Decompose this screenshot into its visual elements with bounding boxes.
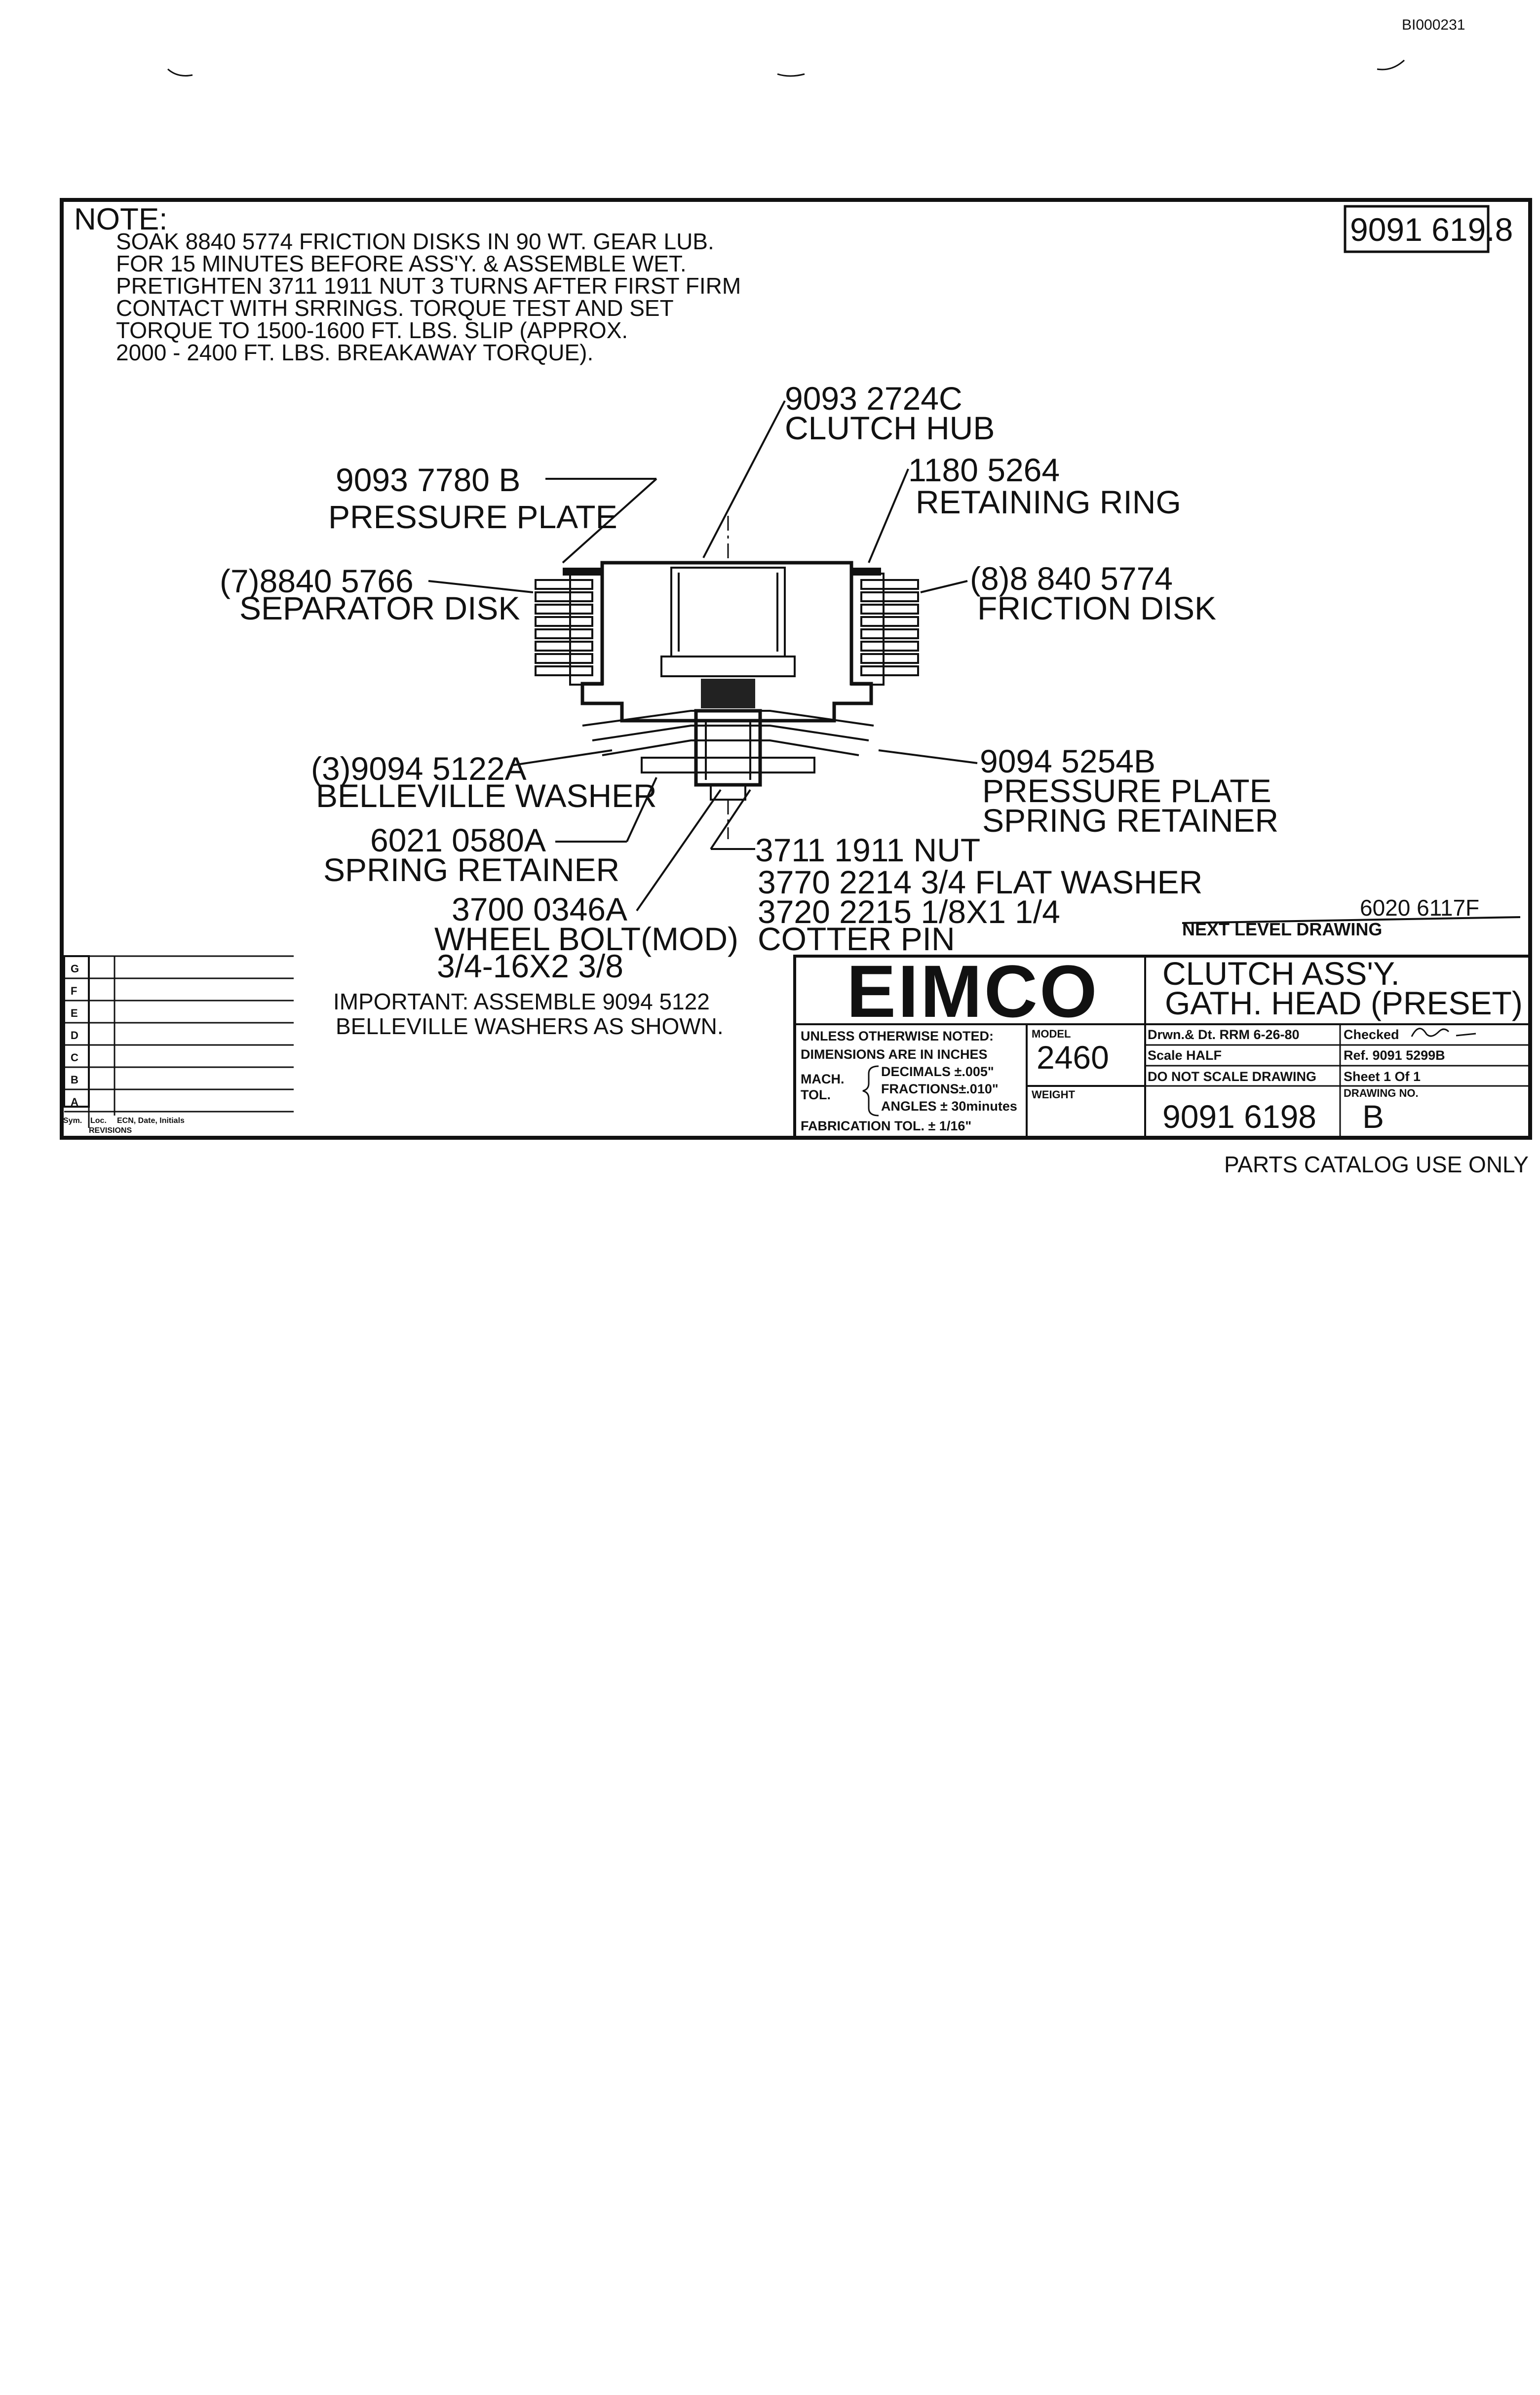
corner-number: 9091 619.8 bbox=[1350, 211, 1513, 248]
note-line: FOR 15 MINUTES BEFORE ASS'Y. & ASSEMBLE … bbox=[116, 251, 687, 276]
note-line: 2000 - 2400 FT. LBS. BREAKAWAY TORQUE). bbox=[116, 340, 593, 365]
note-block: NOTE: SOAK 8840 5774 FRICTION DISKS IN 9… bbox=[74, 202, 741, 365]
svg-text:(3)9094 5122A: (3)9094 5122A bbox=[311, 750, 527, 787]
note-heading: NOTE: bbox=[74, 202, 167, 236]
important-note: IMPORTANT: ASSEMBLE 9094 5122 BELLEVILLE… bbox=[333, 989, 724, 1039]
svg-text:PRESSURE PLATE: PRESSURE PLATE bbox=[328, 499, 617, 535]
note-line: TORQUE TO 1500-1600 FT. LBS. SLIP (APPRO… bbox=[116, 317, 628, 343]
revision-letter: C bbox=[71, 1051, 78, 1064]
callout-clutch-hub: 9093 2724C CLUTCH HUB bbox=[785, 380, 995, 446]
svg-text:SEPARATOR DISK: SEPARATOR DISK bbox=[239, 590, 520, 626]
svg-text:MACH.: MACH. bbox=[801, 1072, 845, 1086]
svg-text:CLUTCH HUB: CLUTCH HUB bbox=[785, 410, 995, 446]
svg-text:9093 7780 B: 9093 7780 B bbox=[336, 462, 520, 498]
svg-text:3720 2215 1/8X1 1/4: 3720 2215 1/8X1 1/4 bbox=[758, 893, 1060, 930]
revision-letter: G bbox=[71, 963, 79, 975]
revision-letter: E bbox=[71, 1007, 78, 1019]
svg-text:MODEL: MODEL bbox=[1032, 1028, 1071, 1040]
svg-text:FRICTION DISK: FRICTION DISK bbox=[977, 590, 1216, 626]
svg-text:FRACTIONS±.010": FRACTIONS±.010" bbox=[881, 1082, 999, 1096]
title-block: EIMCO CLUTCH ASS'Y. GATH. HEAD (PRESET) … bbox=[793, 950, 1532, 1139]
svg-text:3770 2214 3/4 FLAT WASHER: 3770 2214 3/4 FLAT WASHER bbox=[758, 864, 1202, 900]
svg-text:ANGLES ± 30minutes: ANGLES ± 30minutes bbox=[881, 1099, 1017, 1114]
callout-wheel-bolt: 3700 0346A WHEEL BOLT(MOD) 3/4-16X2 3/8 bbox=[434, 891, 738, 984]
callout-pressure-plate: 9093 7780 B PRESSURE PLATE bbox=[328, 462, 617, 535]
drawing-number: 9091 6198 bbox=[1162, 1098, 1316, 1135]
svg-text:REVISIONS: REVISIONS bbox=[89, 1126, 132, 1135]
leader-lines bbox=[428, 400, 978, 912]
svg-text:DRAWING NO.: DRAWING NO. bbox=[1344, 1087, 1419, 1099]
note-line: SOAK 8840 5774 FRICTION DISKS IN 90 WT. … bbox=[116, 229, 714, 254]
revision-letter: B bbox=[71, 1074, 78, 1086]
svg-text:Loc.: Loc. bbox=[90, 1117, 107, 1125]
corner-number-box bbox=[1344, 205, 1490, 253]
drawing-title: GATH. HEAD (PRESET) bbox=[1165, 985, 1523, 1021]
svg-text:3700 0346A: 3700 0346A bbox=[452, 891, 627, 927]
revision-letter-current: B bbox=[1362, 1098, 1384, 1135]
revision-block: G F E D C B A Sym. Loc. ECN, Date, Initi… bbox=[63, 955, 294, 1135]
svg-text:3/4-16X2 3/8: 3/4-16X2 3/8 bbox=[437, 948, 623, 984]
svg-text:DECIMALS ±.005": DECIMALS ±.005" bbox=[881, 1064, 994, 1079]
svg-text:6020 6117F: 6020 6117F bbox=[1360, 895, 1479, 921]
revision-letter: A bbox=[71, 1096, 78, 1108]
svg-text:9094 5254B: 9094 5254B bbox=[980, 743, 1155, 779]
svg-text:DO NOT SCALE DRAWING: DO NOT SCALE DRAWING bbox=[1148, 1069, 1316, 1084]
svg-text:BELLEVILLE WASHER: BELLEVILLE WASHER bbox=[316, 777, 657, 814]
svg-text:Checked: Checked bbox=[1344, 1027, 1399, 1042]
svg-text:PRESSURE PLATE: PRESSURE PLATE bbox=[982, 773, 1271, 809]
friction-disk-stack bbox=[850, 573, 919, 686]
svg-text:ECN, Date, Initials: ECN, Date, Initials bbox=[117, 1117, 185, 1125]
svg-text:3711 1911 NUT: 3711 1911 NUT bbox=[755, 832, 980, 868]
svg-text:TOL.: TOL. bbox=[801, 1087, 831, 1102]
svg-text:Drwn.& Dt. RRM 6-26-80: Drwn.& Dt. RRM 6-26-80 bbox=[1148, 1027, 1300, 1042]
svg-text:Ref. 9091 5299B: Ref. 9091 5299B bbox=[1344, 1048, 1445, 1063]
svg-text:1180 5264: 1180 5264 bbox=[908, 452, 1060, 488]
next-level-drawing: NEXT LEVEL DRAWING 6020 6117F bbox=[1182, 895, 1521, 939]
callout-spring-retainer: 6021 0580A SPRING RETAINER bbox=[323, 822, 619, 888]
svg-text:Scale HALF: Scale HALF bbox=[1148, 1048, 1222, 1063]
callout-pressure-plate-spring-retainer: 9094 5254B PRESSURE PLATE SPRING RETAINE… bbox=[980, 743, 1278, 839]
svg-text:IMPORTANT: ASSEMBLE 9094 5122: IMPORTANT: ASSEMBLE 9094 5122 bbox=[333, 989, 710, 1014]
svg-text:UNLESS OTHERWISE NOTED:: UNLESS OTHERWISE NOTED: bbox=[801, 1029, 994, 1043]
svg-text:Sheet 1 Of 1: Sheet 1 Of 1 bbox=[1344, 1069, 1421, 1084]
note-line: CONTACT WITH SRRINGS. TORQUE TEST AND SE… bbox=[116, 295, 674, 321]
svg-text:RETAINING RING: RETAINING RING bbox=[916, 484, 1181, 520]
clutch-assembly-drawing bbox=[535, 516, 919, 839]
svg-text:6021 0580A: 6021 0580A bbox=[370, 822, 546, 858]
callout-separator-disk: (7)8840 5766 SEPARATOR DISK bbox=[220, 563, 520, 626]
svg-text:COTTER PIN: COTTER PIN bbox=[758, 921, 955, 957]
eimco-logo: EIMCO bbox=[847, 950, 1099, 1033]
revision-letter: D bbox=[71, 1029, 78, 1042]
svg-text:FABRICATION TOL. ± 1/16": FABRICATION TOL. ± 1/16" bbox=[801, 1119, 971, 1133]
svg-text:SPRING RETAINER: SPRING RETAINER bbox=[323, 851, 619, 888]
svg-text:SPRING RETAINER: SPRING RETAINER bbox=[982, 802, 1278, 839]
checker-signature bbox=[1411, 1028, 1476, 1037]
svg-text:BELLEVILLE WASHERS AS SHOWN.: BELLEVILLE WASHERS AS SHOWN. bbox=[336, 1013, 724, 1039]
callout-retaining-ring: 1180 5264 RETAINING RING bbox=[908, 452, 1181, 520]
svg-text:(7)8840 5766: (7)8840 5766 bbox=[220, 563, 414, 599]
svg-text:Sym.: Sym. bbox=[63, 1117, 82, 1125]
callout-belleville-washer: (3)9094 5122A BELLEVILLE WASHER bbox=[311, 750, 657, 814]
svg-text:WHEEL BOLT(MOD): WHEEL BOLT(MOD) bbox=[434, 921, 738, 957]
document-id: BI000231 bbox=[1402, 17, 1465, 33]
svg-text:WEIGHT: WEIGHT bbox=[1032, 1088, 1076, 1101]
revision-letter: F bbox=[71, 985, 77, 997]
svg-text:9093 2724C: 9093 2724C bbox=[785, 380, 962, 417]
drawing-title: CLUTCH ASS'Y. bbox=[1162, 955, 1400, 992]
callout-friction-disk: (8)8 840 5774 FRICTION DISK bbox=[970, 560, 1216, 626]
model-number: 2460 bbox=[1037, 1039, 1109, 1076]
svg-text:(8)8 840 5774: (8)8 840 5774 bbox=[970, 560, 1173, 597]
separator-disk-stack bbox=[535, 573, 603, 686]
parts-catalog-note: PARTS CATALOG USE ONLY bbox=[1224, 1152, 1529, 1177]
callout-nut-washer-cotter-pin: 3711 1911 NUT 3770 2214 3/4 FLAT WASHER … bbox=[755, 832, 1202, 957]
svg-text:DIMENSIONS ARE IN INCHES: DIMENSIONS ARE IN INCHES bbox=[801, 1047, 988, 1062]
note-line: PRETIGHTEN 3711 1911 NUT 3 TURNS AFTER F… bbox=[116, 273, 741, 299]
hole-punch-marks bbox=[167, 59, 1405, 77]
